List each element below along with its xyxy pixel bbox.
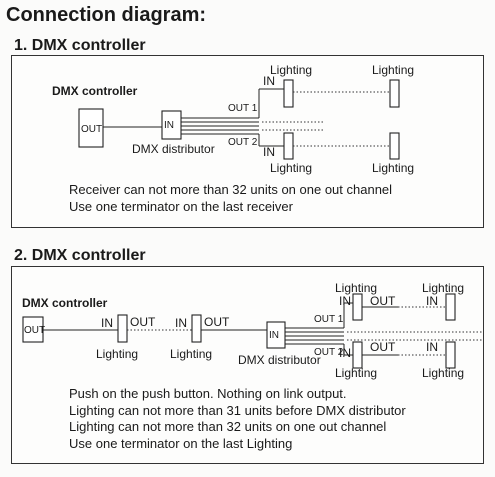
- out2-label: OUT 2: [228, 137, 258, 148]
- fixture-out-label: OUT: [370, 340, 396, 354]
- fixture-in-label: IN: [426, 294, 438, 308]
- lighting-label: Lighting: [422, 281, 464, 295]
- lighting-label: Lighting: [270, 161, 312, 175]
- diagram-panel-1: DMX controller OUT IN DMX distributor OU…: [11, 55, 484, 228]
- distributor-label: DMX distributor: [238, 353, 321, 367]
- fixture-in-label: IN: [101, 316, 113, 330]
- lighting-fixture: [283, 132, 294, 160]
- distributor-in-label: IN: [269, 330, 279, 341]
- lighting-fixture: [283, 79, 294, 108]
- fixture-in-label: IN: [263, 74, 275, 88]
- lighting-fixture: [389, 79, 400, 108]
- section-2-heading: 2. DMX controller: [14, 247, 146, 264]
- note-line: Lighting can not more than 31 units befo…: [69, 402, 406, 418]
- distributor-label: DMX distributor: [132, 142, 215, 156]
- fixture-out-label: OUT: [370, 294, 396, 308]
- note-line: Use one terminator on the last Lighting: [69, 435, 293, 451]
- fixture-in-label: IN: [175, 316, 187, 330]
- lighting-fixture: [445, 341, 456, 369]
- lighting-label: Lighting: [335, 281, 377, 295]
- controller-out-label: OUT: [81, 124, 102, 135]
- diagram-1: DMX controller OUT IN DMX distributor OU…: [52, 63, 414, 175]
- lighting-label: Lighting: [372, 161, 414, 175]
- distributor-in-label: IN: [164, 120, 174, 131]
- notes-1: Receiver can not more than 32 units on o…: [69, 182, 392, 215]
- page-title: Connection diagram:: [6, 4, 207, 26]
- out2-label: OUT 2: [314, 347, 344, 358]
- lighting-label: Lighting: [372, 63, 414, 77]
- distributor-box: [161, 110, 182, 140]
- lighting-label: Lighting: [170, 347, 212, 361]
- fixture-out-label: OUT: [204, 315, 230, 329]
- lighting-fixture: [445, 293, 456, 321]
- note-line: Push on the push button. Nothing on link…: [69, 386, 347, 401]
- lighting-fixture: [352, 341, 363, 369]
- lighting-fixture: [117, 314, 128, 343]
- diagram-panel-2: DMX controller OUT IN OUT Lighting IN OU…: [11, 266, 484, 464]
- notes-2: Push on the push button. Nothing on link…: [69, 386, 406, 452]
- diagram-2: DMX controller OUT IN OUT Lighting IN OU…: [22, 281, 483, 380]
- lighting-fixture: [191, 314, 202, 343]
- controller-label: DMX controller: [22, 296, 108, 310]
- note-line: Receiver can not more than 32 units on o…: [69, 182, 393, 197]
- lighting-label: Lighting: [270, 63, 312, 77]
- note-line: Lighting can not more than 32 units on o…: [69, 419, 387, 434]
- fixture-in-label: IN: [426, 340, 438, 354]
- fixture-in-label: IN: [339, 346, 351, 360]
- controller-out-label: OUT: [24, 325, 45, 336]
- fixture-in-label: IN: [263, 145, 275, 159]
- section-1-heading: 1. DMX controller: [14, 37, 146, 54]
- fixture-in-label: IN: [339, 294, 351, 308]
- distributor-box: [266, 321, 286, 349]
- lighting-fixture: [352, 293, 363, 321]
- lighting-fixture: [389, 132, 400, 160]
- lighting-label: Lighting: [335, 366, 377, 380]
- note-line: Use one terminator on the last receiver: [69, 198, 293, 214]
- lighting-label: Lighting: [96, 347, 138, 361]
- fixture-out-label: OUT: [130, 315, 156, 329]
- out1-label: OUT 1: [228, 103, 258, 114]
- lighting-label: Lighting: [422, 366, 464, 380]
- out1-label: OUT 1: [314, 314, 344, 325]
- controller-box: [78, 108, 104, 148]
- controller-label: DMX controller: [52, 84, 138, 98]
